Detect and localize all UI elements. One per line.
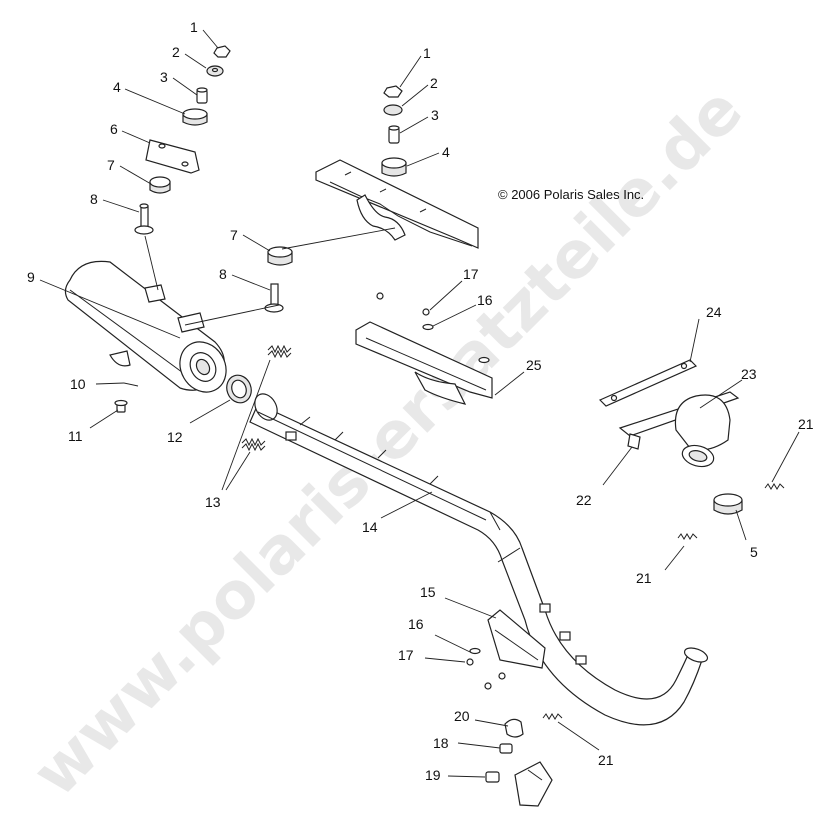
- callout-1: 1: [423, 45, 431, 61]
- center-grommet-bolt: [264, 246, 293, 313]
- callout-17: 17: [398, 647, 414, 663]
- bracket-hardware: [485, 718, 553, 807]
- callout-23: 23: [741, 366, 757, 382]
- exhaust-gasket: [598, 359, 698, 407]
- left-mount-hardware: [134, 45, 231, 235]
- callout-2: 2: [172, 44, 180, 60]
- springs: [241, 344, 785, 720]
- heat-shield-upper: [355, 292, 493, 405]
- callout-8: 8: [90, 191, 98, 207]
- frame-rail: [315, 159, 479, 249]
- heat-shield-lower: [466, 609, 546, 690]
- callout-15: 15: [420, 584, 436, 600]
- callout-25: 25: [526, 357, 542, 373]
- callout-14: 14: [362, 519, 378, 535]
- callout-6: 6: [110, 121, 118, 137]
- callout-11: 11: [68, 428, 83, 444]
- leader-lines: [39, 29, 800, 778]
- callout-3: 3: [431, 107, 439, 123]
- callout-4: 4: [442, 144, 450, 160]
- callout-2: 2: [430, 75, 438, 91]
- callout-22: 22: [576, 492, 592, 508]
- frame-mount-hardware: [381, 85, 407, 177]
- callout-9: 9: [27, 269, 35, 285]
- muffler: [64, 260, 227, 393]
- exhaust-stud: [627, 433, 641, 450]
- callout-18: 18: [433, 735, 449, 751]
- exhaust-flange: [618, 391, 740, 468]
- pin-and-rivet: [114, 382, 139, 413]
- callout-17: 17: [463, 266, 479, 282]
- copyright-notice: © 2006 Polaris Sales Inc.: [498, 187, 644, 202]
- callout-12: 12: [167, 429, 183, 445]
- callout-21: 21: [798, 416, 814, 432]
- callout-16: 16: [477, 292, 493, 308]
- callout-7: 7: [230, 227, 238, 243]
- callout-labels: 1 2 3 4 6 7 8 1 2 3 4 7 8 9 17 16 24 25 …: [27, 19, 814, 783]
- callout-3: 3: [160, 69, 168, 85]
- callout-21: 21: [636, 570, 652, 586]
- callout-16: 16: [408, 616, 424, 632]
- sealing-cap: [713, 493, 743, 515]
- callout-8: 8: [219, 266, 227, 282]
- callout-10: 10: [70, 376, 86, 392]
- callout-7: 7: [107, 157, 115, 173]
- callout-19: 19: [425, 767, 441, 783]
- callout-20: 20: [454, 708, 470, 724]
- callout-13: 13: [205, 494, 221, 510]
- muffler-gasket: [226, 374, 252, 404]
- callout-5: 5: [750, 544, 758, 560]
- callout-1: 1: [190, 19, 198, 35]
- callout-4: 4: [113, 79, 121, 95]
- callout-21: 21: [598, 752, 614, 768]
- callout-24: 24: [706, 304, 722, 320]
